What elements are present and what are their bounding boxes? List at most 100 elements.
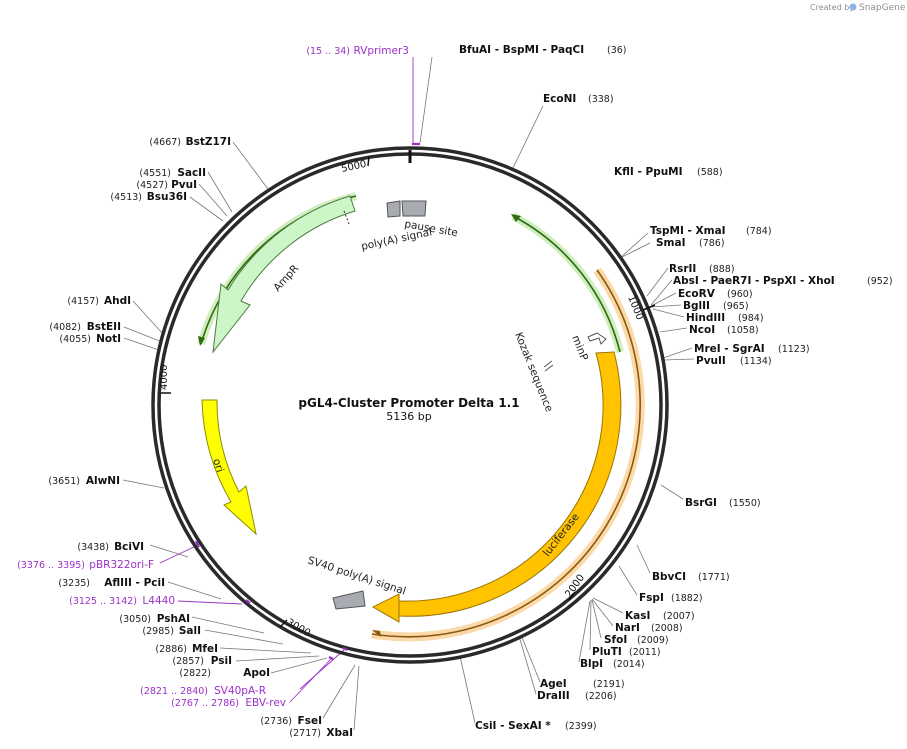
site-label[interactable]: AflIII - PciI: [104, 577, 165, 589]
snapgene-logo-icon: [849, 3, 857, 11]
site-position: (2822): [179, 668, 211, 679]
site-position: (2008): [651, 623, 683, 634]
site-label[interactable]: ApoI: [243, 667, 270, 679]
site-label[interactable]: RsrII: [669, 263, 696, 275]
site-position: (1882): [671, 593, 703, 604]
primer-label[interactable]: RVprimer3: [354, 45, 410, 57]
plasmid-length: 5136 bp: [386, 410, 431, 423]
site-position: (960): [727, 289, 753, 300]
site-label[interactable]: BbvCI: [652, 571, 686, 583]
site-label[interactable]: NarI: [615, 622, 640, 634]
site-label[interactable]: XbaI: [326, 727, 353, 739]
site-label[interactable]: PvuII: [696, 355, 726, 367]
site-labels: BfuAI - BspMI - PaqCI (36) EcoNI (338) K…: [459, 44, 893, 732]
site-position: (4513): [110, 192, 142, 203]
site-label[interactable]: PshAI: [157, 613, 190, 625]
site-position: (965): [723, 301, 749, 312]
sv40-polya-box[interactable]: [332, 590, 366, 610]
site-label[interactable]: EcoRV: [678, 288, 716, 300]
site-label[interactable]: MfeI: [192, 643, 218, 655]
site-position: (3235): [58, 578, 90, 589]
site-position: (588): [697, 167, 723, 178]
pause-site-box[interactable]: [401, 200, 427, 217]
site-position: (1058): [727, 325, 759, 336]
site-position: (2717): [289, 728, 321, 739]
site-label[interactable]: Bsu36I: [147, 191, 187, 203]
site-label[interactable]: KasI: [625, 610, 650, 622]
site-position: (2014): [613, 659, 645, 670]
backbone-outer-ring: [151, 146, 669, 664]
site-label[interactable]: FseI: [298, 715, 322, 727]
site-label[interactable]: BciVI: [114, 541, 144, 553]
sv40-polya-label: SV40 poly(A) signal: [306, 554, 407, 597]
site-label[interactable]: AlwNI: [86, 475, 120, 487]
site-position: (786): [699, 238, 725, 249]
site-label[interactable]: BglII: [683, 300, 710, 312]
minp-arrow[interactable]: [587, 332, 607, 345]
kb-ticks: [161, 155, 656, 628]
site-label[interactable]: BstEII: [87, 321, 121, 333]
luciferase-arrow-body[interactable]: [398, 351, 622, 617]
site-label[interactable]: AgeI: [540, 678, 567, 690]
site-label[interactable]: PsiI: [211, 655, 232, 667]
site-position: (1134): [740, 356, 772, 367]
primer-position: (3376 .. 3395): [17, 560, 85, 571]
site-label[interactable]: EcoNI: [543, 93, 576, 105]
primer-label[interactable]: SV40pA-R: [214, 685, 266, 697]
site-label[interactable]: PluTI: [592, 646, 622, 658]
site-label[interactable]: AbsI - PaeR7I - PspXI - XhoI: [673, 275, 835, 287]
kozak-mark-2: [544, 364, 554, 372]
site-label[interactable]: NotI: [96, 333, 121, 345]
site-label[interactable]: BfuAI - BspMI - PaqCI: [459, 44, 584, 56]
site-labels-left: XbaI (2717) FseI (2736) ApoI (2822) PsiI…: [48, 136, 353, 739]
site-position: (952): [867, 276, 893, 287]
ampr-ring-arrowhead: [198, 336, 205, 346]
primer-label[interactable]: EBV-rev: [245, 697, 286, 709]
site-position: (784): [746, 226, 772, 237]
site-label[interactable]: BsrGI: [685, 497, 717, 509]
site-position: (2191): [593, 679, 625, 690]
site-position: (984): [738, 313, 764, 324]
site-label[interactable]: FspI: [639, 592, 664, 604]
site-label[interactable]: HindIII: [686, 312, 725, 324]
site-label[interactable]: KflI - PpuMI: [614, 166, 683, 178]
site-label[interactable]: AhdI: [104, 295, 131, 307]
primer-position: (3125 .. 3142): [69, 596, 137, 607]
kozak-mark-1: [543, 360, 553, 368]
site-label[interactable]: BlpI: [580, 658, 603, 670]
site-position: (2009): [637, 635, 669, 646]
site-position: (2011): [629, 647, 661, 658]
site-position: (3438): [77, 542, 109, 553]
site-label[interactable]: SacII: [177, 167, 206, 179]
ori-arrow[interactable]: [201, 399, 257, 536]
ampr-label: AmpR: [271, 263, 301, 294]
site-label[interactable]: CsiI - SexAI *: [475, 720, 551, 732]
site-label[interactable]: DraIII: [537, 690, 570, 702]
polya-signal-box[interactable]: [386, 200, 401, 218]
site-position: (2736): [260, 716, 292, 727]
site-position: (1771): [698, 572, 730, 583]
site-position: (36): [607, 45, 627, 56]
leader-lines: [122, 56, 695, 731]
site-position: (3050): [119, 614, 151, 625]
site-label[interactable]: PvuI: [171, 179, 197, 191]
site-position: (4527): [136, 180, 168, 191]
site-label[interactable]: TspMI - XmaI: [650, 225, 726, 237]
primer-label[interactable]: L4440: [142, 595, 175, 607]
site-label[interactable]: SmaI: [656, 237, 686, 249]
ampr-arrow[interactable]: [212, 195, 356, 354]
site-label[interactable]: SfoI: [604, 634, 627, 646]
site-label[interactable]: MreI - SgrAI: [694, 343, 765, 355]
site-position: (2886): [155, 644, 187, 655]
luciferase-arrow-head[interactable]: [371, 593, 400, 623]
site-label[interactable]: BstZ17I: [186, 136, 231, 148]
site-label[interactable]: NcoI: [689, 324, 715, 336]
primer-leader-lines: [159, 57, 414, 703]
tick-label-5000: 5000: [340, 159, 367, 175]
site-label[interactable]: SalI: [179, 625, 201, 637]
site-position: (888): [709, 264, 735, 275]
luciferase-ring-arrowhead: [372, 630, 381, 637]
tick-label-4000: 4000: [159, 365, 170, 390]
primer-label[interactable]: pBR322ori-F: [89, 559, 154, 571]
site-position: (2007): [663, 611, 695, 622]
